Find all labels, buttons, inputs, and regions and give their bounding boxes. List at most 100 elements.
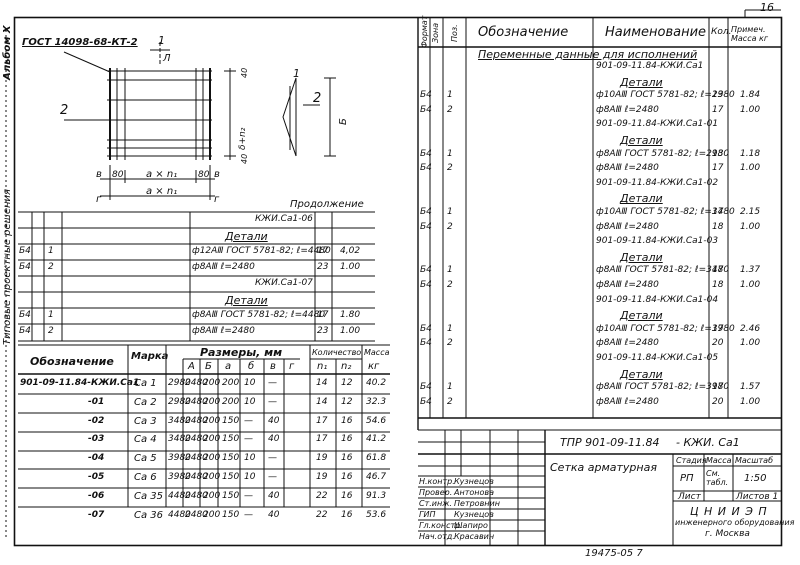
- dims-cell-a: 200: [203, 378, 221, 388]
- dim-v-right: в: [214, 169, 220, 180]
- dims-cell-n1: 22: [316, 509, 328, 520]
- dims-grid: [18, 344, 390, 508]
- scale-value: 1:50: [744, 473, 767, 484]
- spec-mass: 1.84: [740, 90, 761, 101]
- spec-name: ф8АⅢ ℓ=2480: [596, 396, 659, 407]
- cont-position: 2: [48, 262, 54, 272]
- dims-mark: Са 5: [134, 453, 157, 465]
- dim-80-right: 80: [198, 170, 210, 180]
- callout-2-left: 2: [60, 103, 69, 118]
- dims-cell-v: —: [244, 490, 253, 501]
- dims-cell-A: 3480: [168, 415, 191, 426]
- cont-format: Б4: [19, 262, 31, 272]
- dims-cell-B: 2480: [185, 472, 208, 482]
- spec-name: ф8АⅢ ГОСТ 5781-82; ℓ=3480: [596, 265, 730, 276]
- spec-qty: 18: [712, 221, 724, 232]
- spec-name: 901-09-11.84-КЖИ.Са1-02: [596, 177, 719, 188]
- org-line1: Ц Н И И Э П: [690, 505, 768, 518]
- dims-cell-B: 2480: [185, 396, 208, 407]
- mass-value: См. табл.: [706, 469, 729, 487]
- dims-cell-a: 200: [203, 509, 221, 520]
- spec-name: ф8АⅢ ℓ=2480: [596, 104, 659, 115]
- sheet-frame: [13, 16, 783, 547]
- spec-mass: 1.00: [740, 280, 761, 290]
- signer-name: Шапиро: [454, 521, 488, 530]
- dims-cell-n1: 17: [316, 434, 328, 445]
- mesh-plan: [63, 42, 236, 200]
- signer-role: ГИП: [419, 510, 436, 519]
- spec-mass: 1.37: [740, 265, 761, 276]
- spec-format: Б4: [420, 104, 432, 115]
- sheet-label: Лист: [678, 492, 701, 502]
- dims-cell-g: —: [268, 378, 277, 388]
- dims-designation: -03: [88, 434, 105, 445]
- dims-subheader-cell: n₂: [341, 361, 352, 372]
- spec-qty: 17: [712, 163, 724, 174]
- dims-mark: Са 35: [134, 490, 164, 502]
- dims-cell-g: —: [268, 472, 277, 482]
- spec-format: Б4: [420, 382, 432, 393]
- dims-cell-n1: 14: [316, 396, 328, 407]
- dims-cell-b: 200: [222, 396, 240, 407]
- spec-name: Детали: [620, 192, 663, 206]
- cont-qty: 17: [317, 310, 329, 320]
- dims-cell-n2: 16: [341, 434, 353, 445]
- dims-cell-m: 54.6: [366, 415, 387, 426]
- doc-suffix: - КЖИ. Са1: [676, 436, 740, 449]
- spec-position: 2: [447, 396, 453, 407]
- dims-cell-B: 2480: [185, 509, 208, 520]
- mesh-section: [282, 77, 336, 157]
- dims-cell-A: 4480: [168, 509, 191, 520]
- dims-cell-a: 200: [203, 453, 221, 464]
- signer-role: Нач.отд.: [419, 532, 455, 541]
- dims-cell-B: 2480: [185, 415, 208, 426]
- dims-h-sizes: Размеры, мм: [200, 346, 283, 359]
- spec-qty: 20: [712, 338, 724, 349]
- h-scale: Масштаб: [735, 456, 774, 465]
- spec-format: Б4: [420, 338, 432, 349]
- dim-80-left: 80: [112, 170, 124, 180]
- dims-cell-b: 150: [222, 472, 240, 482]
- dims-cell-v: 10: [244, 378, 256, 388]
- cont-qty: 23: [317, 326, 329, 336]
- cont-description: ф8АⅢ ℓ=2480: [192, 326, 255, 336]
- dims-cell-n1: 17: [316, 415, 328, 426]
- dims-h-designation: Обозначение: [30, 355, 114, 368]
- dims-designation: -06: [88, 490, 105, 501]
- spec-name: ф10АⅢ ГОСТ 5781-82; ℓ=3980: [596, 323, 735, 334]
- spec-grid: [417, 17, 781, 430]
- spec-name: ф8АⅢ ℓ=2480: [596, 280, 659, 290]
- cont-format: Б4: [19, 310, 31, 320]
- dims-cell-A: 3480: [168, 434, 191, 445]
- spec-name: ф10АⅢ ГОСТ 5781-82; ℓ=2980: [596, 90, 735, 101]
- spec-h-pos: Поз.: [450, 24, 459, 42]
- h-mass: Масса: [706, 456, 732, 465]
- signer-name: Кузнецов: [454, 477, 494, 486]
- spec-position: 1: [447, 382, 453, 393]
- signer-role: Провер.: [419, 488, 453, 497]
- dims-cell-b: 150: [222, 490, 240, 501]
- dims-cell-v: 10: [244, 453, 256, 464]
- h-stage: Стадия: [676, 456, 707, 465]
- dims-cell-B: 2480: [185, 434, 208, 445]
- signer-role: Н.контр.: [419, 477, 455, 486]
- spec-name: Детали: [620, 134, 663, 147]
- dims-cell-a: 200: [203, 415, 221, 426]
- dims-cell-b: 150: [222, 509, 240, 520]
- dims-cell-g: 40: [268, 415, 280, 426]
- cont-mass: 1.80: [340, 310, 361, 320]
- dims-cell-A: 2980: [168, 378, 191, 388]
- dims-cell-m: 32.3: [366, 396, 387, 407]
- doc-number: ТПР 901-09-11.84: [560, 436, 660, 449]
- dims-cell-n1: 19: [316, 472, 328, 482]
- dims-cell-a: 200: [203, 472, 221, 482]
- dims-mark: Са 4: [134, 434, 157, 446]
- dims-cell-B: 2480: [185, 378, 208, 388]
- dims-cell-v: —: [244, 509, 253, 520]
- dims-cell-b: 150: [222, 434, 240, 445]
- dims-designation: -05: [88, 472, 105, 482]
- section-mark: 1: [158, 34, 165, 47]
- dims-cell-n2: 12: [341, 396, 353, 407]
- doc-title: Сетка арматурная: [550, 461, 657, 474]
- dims-cell-n1: 19: [316, 453, 328, 464]
